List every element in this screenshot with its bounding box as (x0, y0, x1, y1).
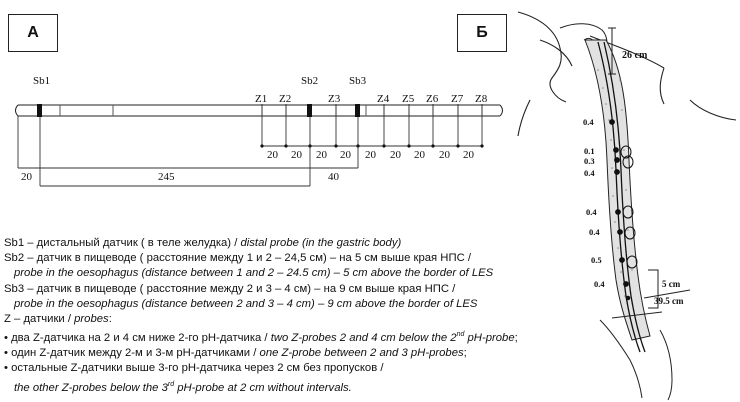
spacing-6: 0.4 (589, 227, 600, 237)
legend-sb3-en: probe in the oesophagus (distance betwee… (14, 297, 478, 310)
dim-sb2-sb3: 40 (328, 171, 340, 183)
z-gap-7: 20 (414, 149, 426, 161)
label-z1: Z1 (255, 93, 267, 105)
dist-395: 39.5 cm (654, 296, 684, 306)
legend-bullet-1-en: two Z-probes 2 and 4 cm below the 2 (270, 331, 457, 344)
legend-sb3-ru: Sb3 – датчик в пищеводе ( расстояние меж… (4, 282, 456, 295)
z-gap-2: 20 (291, 149, 303, 161)
sensor-sb1 (37, 104, 42, 117)
label-z7: Z7 (451, 93, 464, 105)
legend-sb2-en: probe in the oesophagus (distance betwee… (14, 267, 494, 280)
z-gap-4: 20 (340, 149, 352, 161)
legend-bullet-1-en2: pH-probe (464, 331, 515, 344)
label-z5: Z5 (402, 93, 415, 105)
legend-bullet-3-en2: pH-probe at 2 cm without intervals. (174, 381, 352, 394)
sensor-sb3 (355, 104, 360, 117)
label-sb1: Sb1 (33, 75, 50, 87)
label-z4: Z4 (377, 93, 390, 105)
esophagus-texture (597, 69, 633, 319)
z-spacing-ticks (260, 144, 484, 148)
legend-sb1: Sb1 – дистальный датчик ( в теле желудка… (4, 236, 564, 251)
legend-sb3-en-line: probe in the oesophagus (distance betwee… (4, 297, 564, 312)
dist-26: 26 cm (622, 50, 648, 61)
legend-bullet-2-ru: • один Z-датчик между 2-м и 3-м pH-датчи… (4, 347, 260, 360)
ring-marks (59, 105, 367, 116)
legend-z-tail: : (108, 313, 112, 326)
label-z2: Z2 (279, 93, 291, 105)
dim-left-tip: 20 (21, 171, 33, 183)
legend: Sb1 – дистальный датчик ( в теле желудка… (4, 236, 564, 396)
legend-z: Z – датчики / probes: (4, 312, 564, 327)
legend-z-en: probes (74, 313, 109, 326)
catheter (15, 104, 503, 117)
esophagus (584, 39, 651, 341)
legend-bullet-1: • два Z-датчика на 2 и 4 см ниже 2-го pH… (4, 327, 564, 346)
z-gap-5: 20 (365, 149, 377, 161)
label-sb3: Sb3 (349, 75, 367, 87)
spacing-7: 0.5 (591, 255, 602, 265)
legend-sb1-ru: Sb1 – дистальный датчик ( в теле желудка… (4, 237, 241, 249)
legend-bullet-1-sup: nd (456, 331, 465, 339)
z-gap-3: 20 (316, 149, 328, 161)
legend-bullet-1-tail: ; (514, 331, 518, 344)
legend-bullet-3: • остальные Z-датчики выше 3-го pH-датчи… (4, 361, 564, 376)
legend-sb2-ru: Sb2 – датчик в пищеводе ( расстояние меж… (4, 252, 472, 265)
measure-brackets (608, 27, 691, 309)
legend-bullet-3-en-line: the other Z-probes below the 3rd pH-prob… (4, 377, 564, 396)
spacing-3: 0.3 (584, 156, 595, 166)
legend-sb2: Sb2 – датчик в пищеводе ( расстояние меж… (4, 251, 564, 266)
spacing-5: 0.4 (586, 207, 597, 217)
legend-bullet-2-en: one Z-probe between 2 and 3 pH-probes (259, 347, 464, 360)
z-sensor-rings (261, 104, 483, 117)
ph-distance-lines (17, 116, 359, 187)
z-gap-9: 20 (463, 149, 475, 161)
head-outline (517, 11, 737, 137)
legend-sb3: Sb3 – датчик в пищеводе ( расстояние меж… (4, 282, 564, 297)
catheter-sensors (609, 119, 631, 301)
z-gap-6: 20 (390, 149, 402, 161)
panel-a-label: А (8, 14, 58, 52)
catheter-in-esophagus (597, 41, 646, 353)
z-gap-1: 20 (267, 149, 279, 161)
spacing-8: 0.4 (594, 279, 605, 289)
legend-z-ru: Z – датчики / (4, 313, 75, 326)
spacing-4: 0.4 (584, 168, 595, 178)
panel-b-label: Б (457, 14, 507, 52)
label-z3: Z3 (328, 93, 341, 105)
label-z6: Z6 (426, 93, 439, 105)
probe-diagram: Sb1 Sb2 Sb3 Z1 Z2 Z3 Z4 Z5 Z6 Z7 Z8 20 2… (15, 75, 503, 187)
sensor-ovals (620, 145, 638, 269)
stomach-outline (599, 311, 673, 401)
spacing-1: 0.4 (583, 117, 594, 127)
legend-sb1-en: distal probe (in the gastric body) (240, 237, 402, 249)
z-spacing-lines (261, 117, 483, 147)
sensor-sb2 (307, 104, 312, 117)
legend-bullet-1-ru: • два Z-датчика на 2 и 4 см ниже 2-го pH… (4, 331, 271, 344)
legend-bullet-2-tail: ; (463, 347, 467, 360)
z-gap-8: 20 (439, 149, 451, 161)
legend-bullet-3-ru: • остальные Z-датчики выше 3-го pH-датчи… (4, 362, 384, 375)
label-z8: Z8 (475, 93, 488, 105)
legend-sb2-en-line: probe in the oesophagus (distance betwee… (4, 266, 564, 281)
pharynx (559, 23, 608, 57)
dim-sb1-sb2: 245 (158, 171, 175, 183)
legend-bullet-2: • один Z-датчик между 2-м и 3-м pH-датчи… (4, 346, 564, 361)
spacing-2: 0.1 (584, 146, 595, 156)
label-sb2: Sb2 (301, 75, 318, 87)
dist-5: 5 cm (662, 279, 681, 289)
legend-bullet-3-en: the other Z-probes below the 3 (14, 381, 168, 394)
legend-bullet-3-sup: rd (167, 380, 175, 388)
